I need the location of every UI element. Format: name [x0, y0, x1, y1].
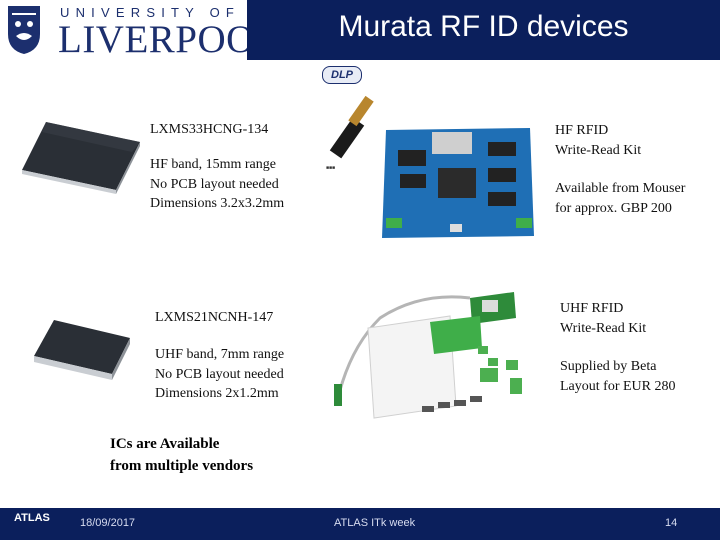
crest-icon	[8, 6, 40, 54]
device2-desc-line: Dimensions 2x1.2mm	[155, 386, 279, 401]
footer-bar	[0, 508, 720, 540]
kit2-note: Supplied by Beta Layout for EUR 280	[560, 357, 675, 396]
slide-title: Murata RF ID devices	[338, 10, 629, 43]
title-bar	[247, 0, 720, 60]
dlp-logo: DLP	[322, 66, 362, 84]
device1-name: LXMS33HCNG-134	[150, 122, 269, 137]
kit2-title-line: UHF RFID	[560, 301, 624, 316]
university-wordmark: UNIVERSITY OF	[60, 5, 241, 20]
kit1-title-line: HF RFID	[555, 123, 609, 138]
city-wordmark: LIVERPOOL	[58, 18, 280, 61]
kit1-title-line: Write-Read Kit	[555, 142, 642, 158]
device2-desc: UHF band, 7mm range No PCB layout needed…	[155, 345, 284, 404]
device1-desc-line: Dimensions 3.2x3.2mm	[150, 196, 285, 211]
uhf-chip-image	[34, 320, 130, 380]
kit1-note-line: Available from Mouser	[555, 181, 686, 196]
kit2-title: UHF RFID Write-Read Kit	[560, 299, 646, 338]
kit1-note: Available from Mouser for approx. GBP 20…	[555, 179, 685, 218]
atlas-logo: ATLAS	[14, 512, 50, 524]
device1-desc: HF band, 15mm range No PCB layout needed…	[150, 155, 284, 214]
device2-desc-line: UHF band, 7mm range	[155, 347, 285, 362]
page-number: 14	[665, 517, 678, 529]
uhf-kit-image	[334, 292, 522, 419]
footer-event: ATLAS ITk week	[334, 517, 416, 529]
kit1-note-line: for approx. GBP 200	[555, 200, 672, 216]
board-label-icon: ■■■	[326, 165, 336, 171]
university-logo: UNIVERSITY OF LIVERPOOL	[0, 0, 279, 61]
device2-desc-line: No PCB layout needed	[155, 366, 284, 382]
kit1-title: HF RFID Write-Read Kit	[555, 121, 641, 160]
callout-line: from multiple vendors	[110, 458, 254, 474]
device1-desc-line: No PCB layout needed	[150, 176, 279, 192]
callout-line: ICs are Available	[110, 436, 220, 452]
vendor-callout: ICs are Available from multiple vendors	[110, 433, 253, 477]
footer-date: 18/09/2017	[80, 517, 136, 529]
kit2-note-line: Supplied by Beta	[560, 359, 657, 374]
device2-name: LXMS21NCNH-147	[155, 310, 274, 325]
device1-desc-line: HF band, 15mm range	[150, 157, 276, 172]
kit2-title-line: Write-Read Kit	[560, 320, 647, 336]
kit2-note-line: Layout for EUR 280	[560, 378, 676, 394]
hf-kit-board-image	[329, 95, 534, 238]
hf-chip-image	[22, 122, 140, 194]
